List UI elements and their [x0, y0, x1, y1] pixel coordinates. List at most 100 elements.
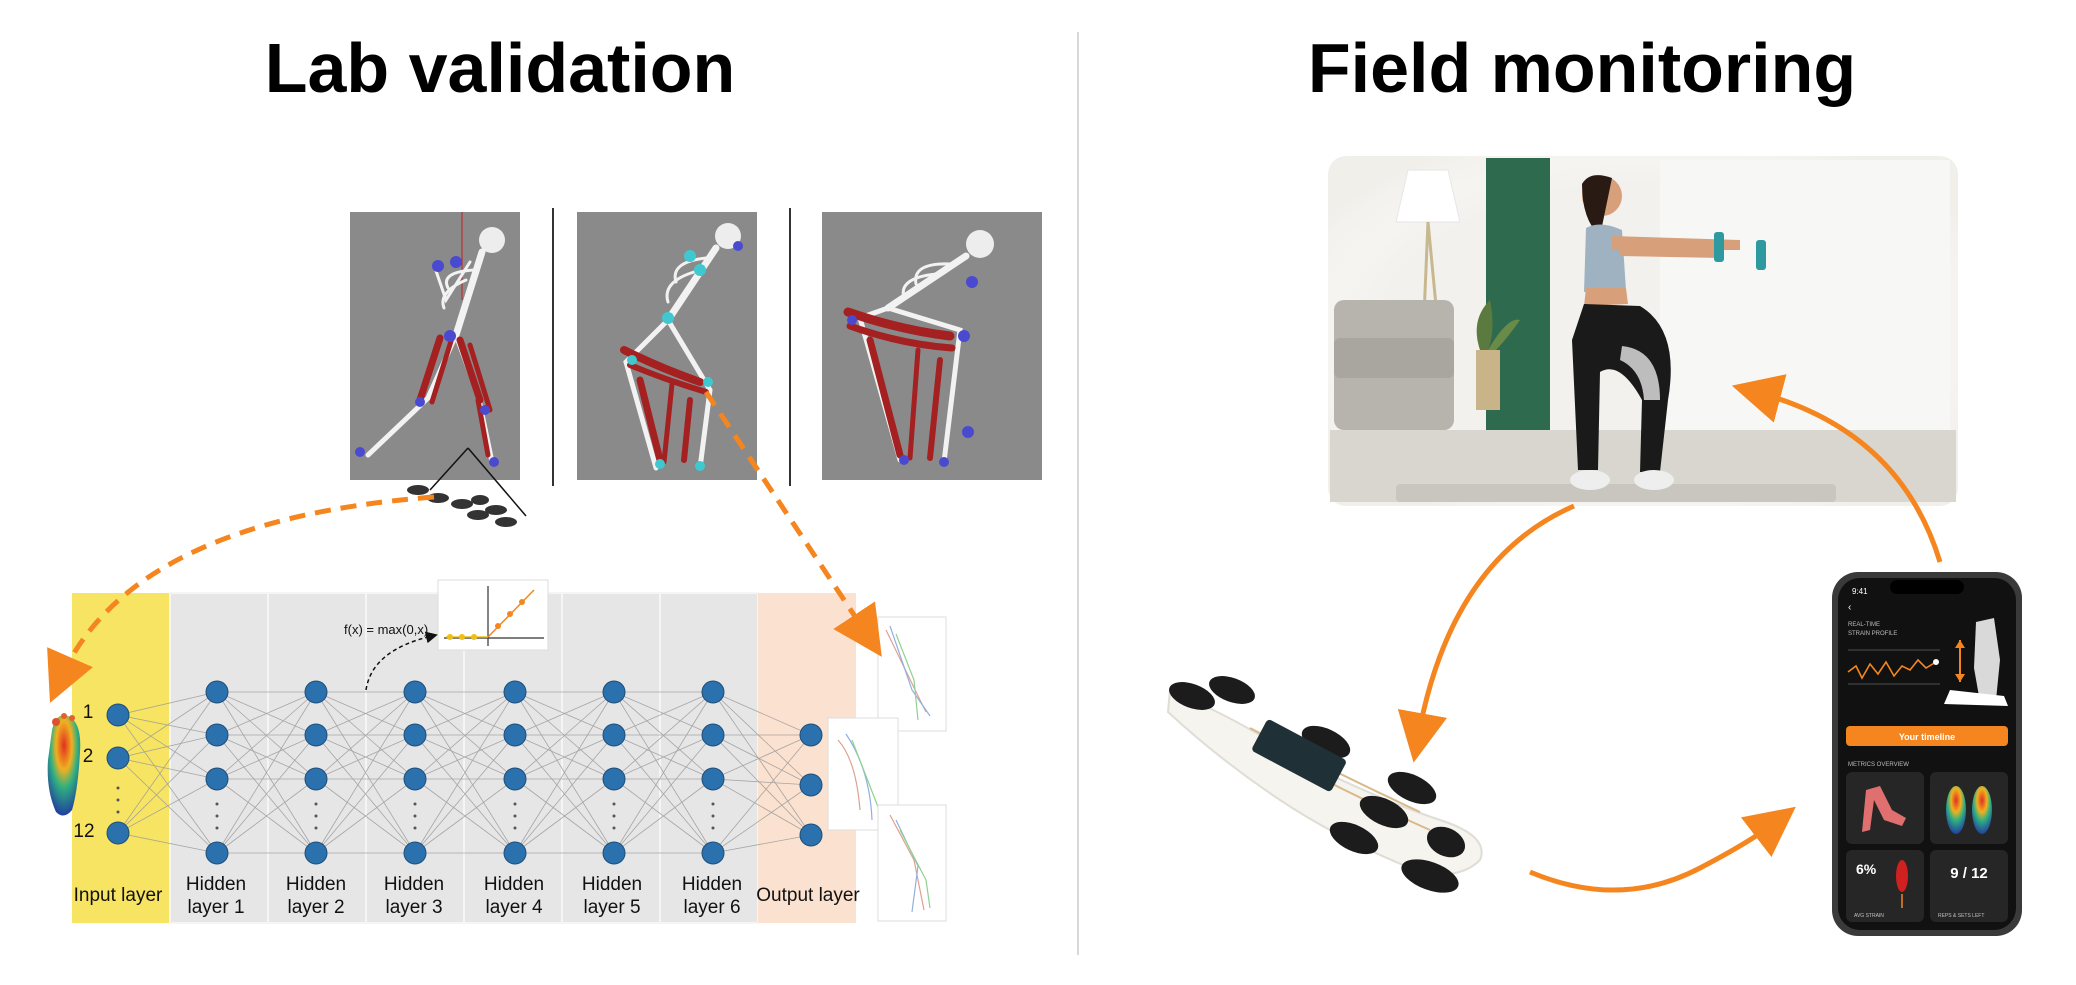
- neuron-layer-4: [503, 767, 527, 791]
- ellipsis-dot: [413, 802, 417, 806]
- neuron-layer-2: [304, 767, 328, 791]
- phone-time: 9:41: [1852, 587, 1868, 596]
- network-edge: [712, 734, 812, 836]
- network-edge: [117, 691, 218, 759]
- hidden-layer-5-label-b: layer 5: [583, 897, 640, 918]
- relu-inset: f(x) = max(0,x): [344, 579, 549, 691]
- network-edge: [414, 778, 516, 854]
- network-edge: [514, 778, 615, 854]
- network-edge: [712, 734, 812, 854]
- hidden-layer-6-label-b: layer 6: [683, 897, 740, 918]
- hidden-layer-band-2: [267, 592, 367, 924]
- neuron-layer-4: [503, 841, 527, 865]
- ellipsis-dot: [612, 826, 616, 830]
- ellipsis-dot: [612, 814, 616, 818]
- hidden-layer-3-label-b: layer 3: [385, 897, 442, 918]
- joint-markers: [355, 256, 499, 467]
- neuron-layer-0: [106, 703, 130, 727]
- neuron-layer-3: [403, 680, 427, 704]
- metric-avg-strain-value: 6%: [1856, 861, 1877, 877]
- neuron-layer-1: [205, 723, 229, 747]
- neuron-layer-4: [503, 723, 527, 747]
- arrow-simulation-to-output: [703, 390, 882, 657]
- network-edge: [117, 832, 218, 854]
- network-edge: [315, 778, 416, 854]
- neuron-layer-5: [602, 767, 626, 791]
- network-edge: [712, 691, 812, 736]
- network-edge: [117, 714, 218, 780]
- squat-exercise-photo: [1328, 156, 1958, 506]
- simulation-panel-1: [350, 212, 527, 527]
- neuron-layer-6: [701, 680, 725, 704]
- metric-tile-leg[interactable]: [1846, 772, 1924, 844]
- ellipsis-dot: [314, 814, 318, 818]
- simulation-panel-2: [577, 212, 757, 480]
- your-timeline-button[interactable]: [1846, 726, 2008, 746]
- ellipsis-dot: [413, 826, 417, 830]
- network-edge: [315, 691, 416, 736]
- neuron-layer-7: [799, 823, 823, 847]
- hidden-layer-band-5: [561, 592, 661, 924]
- neuron-layer-2: [304, 841, 328, 865]
- exercise-mat: [1396, 484, 1836, 502]
- metric-reps-sets-value: 9 / 12: [1950, 865, 1988, 882]
- network-edge: [712, 834, 812, 854]
- metric-tile-foot-pressure[interactable]: [1930, 772, 2008, 844]
- network-edge: [712, 784, 812, 854]
- network-edge: [117, 691, 218, 834]
- hidden-layer-6-label-a: Hidden: [682, 874, 742, 895]
- output-layer-label: Output layer: [756, 885, 860, 906]
- metric-tile-reps-sets[interactable]: 9 / 12 REPS & SETS LEFT: [1930, 850, 2008, 922]
- metric-reps-sets-caption: REPS & SETS LEFT: [1938, 913, 1984, 919]
- neuron-layer-3: [403, 723, 427, 747]
- hidden-layer-2-label-a: Hidden: [286, 874, 346, 895]
- ellipsis-dot: [215, 814, 219, 818]
- neuron-layer-1: [205, 680, 229, 704]
- output-plot-1: [877, 616, 947, 732]
- hidden-layer-band-1: [169, 592, 269, 924]
- network-edge: [216, 778, 317, 854]
- ellipsis-dot: [314, 826, 318, 830]
- hidden-layer-3-label-a: Hidden: [384, 874, 444, 895]
- neuron-layer-3: [403, 767, 427, 791]
- ellipsis-dot: [413, 814, 417, 818]
- network-edge: [613, 691, 714, 736]
- network-edge: [712, 778, 812, 786]
- network-edge: [712, 691, 812, 786]
- network-connections: [117, 691, 812, 854]
- smartphone-app: 9:41 ‹ REAL-TIME STRAIN PROFILE Your tim…: [1832, 572, 2022, 936]
- potted-plant: [1476, 300, 1520, 410]
- relu-pointer: [365, 631, 438, 691]
- neuron-layer-6: [701, 841, 725, 865]
- phone-section-metrics: METRICS OVERVIEW: [1848, 762, 1909, 768]
- hidden-layer-1-label-b: layer 1: [187, 897, 244, 918]
- sofa: [1334, 300, 1454, 430]
- input-layer-label: Input layer: [74, 885, 163, 906]
- network-neurons: [106, 680, 823, 865]
- network-edge: [117, 734, 218, 834]
- input-label-2: 2: [83, 746, 94, 767]
- ellipsis-dot: [215, 826, 219, 830]
- network-edge: [117, 757, 218, 854]
- network-edge: [712, 734, 812, 780]
- foot-pressure-heatmap: [47, 713, 81, 816]
- relu-formula: f(x) = max(0,x): [344, 622, 428, 637]
- input-label-1: 1: [83, 702, 94, 723]
- neuron-layer-7: [799, 773, 823, 797]
- ellipsis-dot: [711, 802, 715, 806]
- neuron-layer-0: [106, 821, 130, 845]
- network-edge: [216, 691, 317, 854]
- phone-back-chevron[interactable]: ‹: [1848, 602, 1851, 613]
- network-edge: [216, 691, 317, 780]
- network-edge: [117, 691, 218, 716]
- metric-tile-avg-strain[interactable]: 6% AVG STRAIN: [1846, 850, 1924, 922]
- ellipsis-dot: [116, 810, 120, 814]
- arrow-phone-to-photo: [1731, 374, 1943, 563]
- network-edge: [414, 734, 516, 854]
- layer-ellipsis: [116, 786, 715, 830]
- phone-leg-illustration: [1944, 618, 2008, 706]
- network-edge: [315, 691, 416, 780]
- network-edge: [315, 734, 416, 854]
- sensor-pads: [1169, 676, 1466, 893]
- arrow-insole-to-phone: [1529, 806, 1796, 893]
